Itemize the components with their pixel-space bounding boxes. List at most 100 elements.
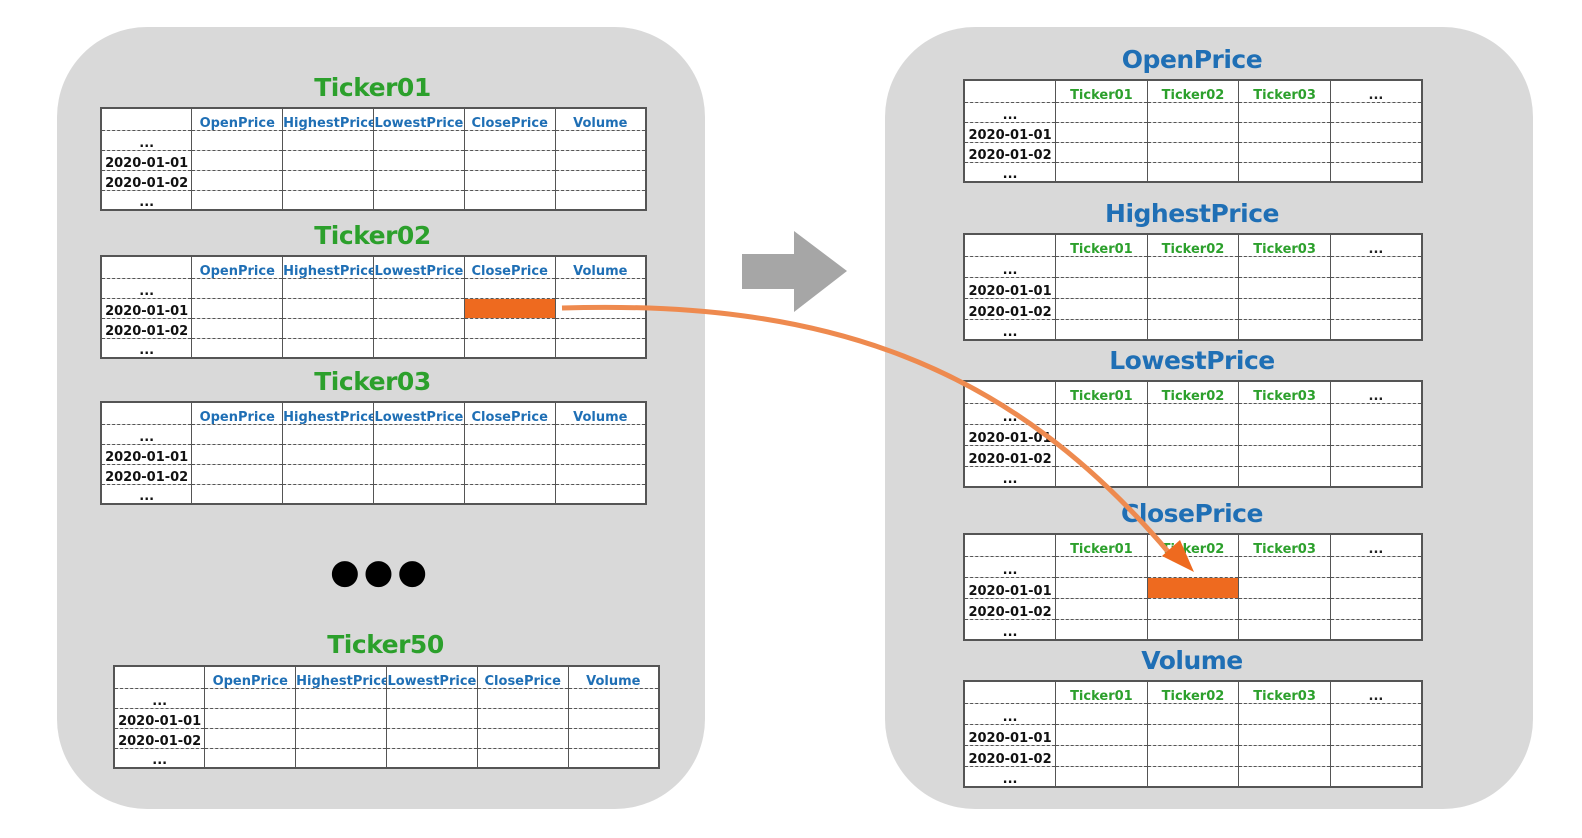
table-cell <box>191 277 283 298</box>
table-cell <box>463 337 556 358</box>
table-cell <box>191 169 283 190</box>
table-row: ... <box>964 402 1422 424</box>
column-header: Ticker02 <box>1146 380 1239 403</box>
row-label: 2020-01-02 <box>101 169 192 190</box>
metric-block-title: OpenPrice <box>1121 45 1263 74</box>
column-header: Ticker02 <box>1146 233 1239 256</box>
row-label: ... <box>964 618 1056 640</box>
table-cell <box>1238 423 1331 445</box>
table-cell <box>1329 276 1422 298</box>
table-cell <box>191 443 283 464</box>
table-cell <box>282 423 374 444</box>
table-row: ... <box>101 277 646 298</box>
table-cell <box>1055 576 1148 598</box>
table-cell <box>1146 597 1239 619</box>
table-cell <box>1055 555 1148 577</box>
table-cell <box>1055 744 1148 766</box>
row-label: ... <box>114 687 205 708</box>
table-row: 2020-01-02 <box>964 297 1422 319</box>
table-cell <box>1146 121 1239 142</box>
row-label: ... <box>101 129 192 150</box>
table-cell <box>554 169 646 190</box>
table-row: 2020-01-02 <box>101 317 646 338</box>
table-cell <box>1329 765 1422 787</box>
table-cell <box>1329 576 1422 598</box>
table-row: 2020-01-01 <box>114 707 659 728</box>
table-cell <box>282 277 374 298</box>
column-header: ClosePrice <box>463 107 556 130</box>
column-header: ClosePrice <box>463 401 556 424</box>
table-cell <box>463 169 556 190</box>
table-cell <box>191 189 283 210</box>
table-cell <box>372 129 465 150</box>
column-header: ... <box>1329 79 1422 102</box>
table-cell <box>1055 297 1148 319</box>
table-cell <box>282 463 374 484</box>
table-row: ... <box>101 483 646 504</box>
row-label: 2020-01-02 <box>114 727 205 748</box>
column-header: Ticker01 <box>1055 79 1148 102</box>
table-row: 2020-01-01 <box>101 149 646 170</box>
column-header: Ticker02 <box>1146 79 1239 102</box>
table-row: 2020-01-01 <box>964 276 1422 298</box>
table-row: 2020-01-02 <box>101 463 646 484</box>
table-cell <box>1146 744 1239 766</box>
row-label: 2020-01-02 <box>964 297 1056 319</box>
column-header: Ticker01 <box>1055 233 1148 256</box>
table-cell <box>1146 444 1239 466</box>
table-cell <box>191 129 283 150</box>
table-cell <box>1055 702 1148 724</box>
table-cell <box>554 189 646 210</box>
column-header: Ticker03 <box>1238 533 1331 556</box>
row-label: 2020-01-01 <box>964 276 1056 298</box>
table-row: ... <box>101 189 646 210</box>
table-cell <box>372 189 465 210</box>
column-header: Ticker03 <box>1238 680 1331 703</box>
table-cell <box>1055 465 1148 487</box>
table-row: ... <box>101 337 646 358</box>
table-cell <box>282 149 374 170</box>
ticker-block-title: Ticker02 <box>314 221 431 250</box>
table-cell <box>1055 276 1148 298</box>
table-cell <box>1146 702 1239 724</box>
table-cell <box>1146 318 1239 340</box>
corner-cell <box>101 255 192 278</box>
table-cell <box>1238 723 1331 745</box>
column-header: Ticker03 <box>1238 233 1331 256</box>
table-cell <box>463 423 556 444</box>
column-header: LowestPrice <box>372 255 465 278</box>
table-cell <box>372 169 465 190</box>
table-cell <box>282 337 374 358</box>
table-cell <box>1055 318 1148 340</box>
table-cell <box>1055 161 1148 182</box>
table-cell <box>1146 423 1239 445</box>
table-cell <box>1055 597 1148 619</box>
table-cell <box>204 727 296 748</box>
table-cell <box>1329 618 1422 640</box>
column-header: HighestPrice <box>282 255 374 278</box>
table-cell <box>1329 723 1422 745</box>
column-header: ClosePrice <box>476 665 569 688</box>
column-header: ... <box>1329 233 1422 256</box>
column-header: Volume <box>554 255 646 278</box>
table-cell <box>567 727 659 748</box>
table-cell <box>1146 101 1239 122</box>
table-cell <box>1146 141 1239 162</box>
corner-cell <box>964 533 1056 556</box>
table-row: 2020-01-02 <box>964 141 1422 162</box>
table-cell <box>463 129 556 150</box>
table-cell <box>463 483 556 504</box>
table-cell <box>372 317 465 338</box>
table-cell <box>1238 161 1331 182</box>
table-cell <box>567 747 659 768</box>
row-label: ... <box>964 255 1056 277</box>
table-row: 2020-01-01 <box>101 443 646 464</box>
table-cell <box>1238 276 1331 298</box>
corner-cell <box>964 79 1056 102</box>
highlighted-cell <box>1146 576 1239 598</box>
table-cell <box>1238 702 1331 724</box>
row-label: 2020-01-01 <box>964 423 1056 445</box>
